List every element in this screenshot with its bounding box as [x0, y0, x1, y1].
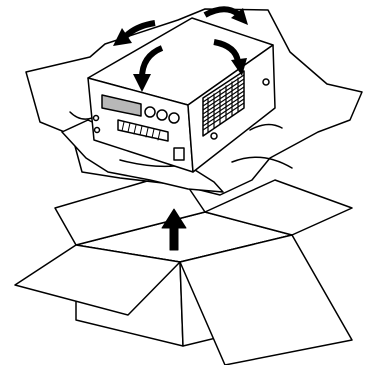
printer-side-screw-2 [211, 133, 217, 139]
printer-side-screw-1 [263, 79, 269, 85]
printer-button-1 [145, 107, 155, 117]
printer-power-button [95, 128, 100, 133]
box-icon [15, 172, 352, 365]
printer-foot-switch [174, 148, 184, 160]
printer-button-2 [157, 110, 167, 120]
printer-power-led [94, 116, 99, 121]
printer-button-3 [169, 113, 179, 123]
